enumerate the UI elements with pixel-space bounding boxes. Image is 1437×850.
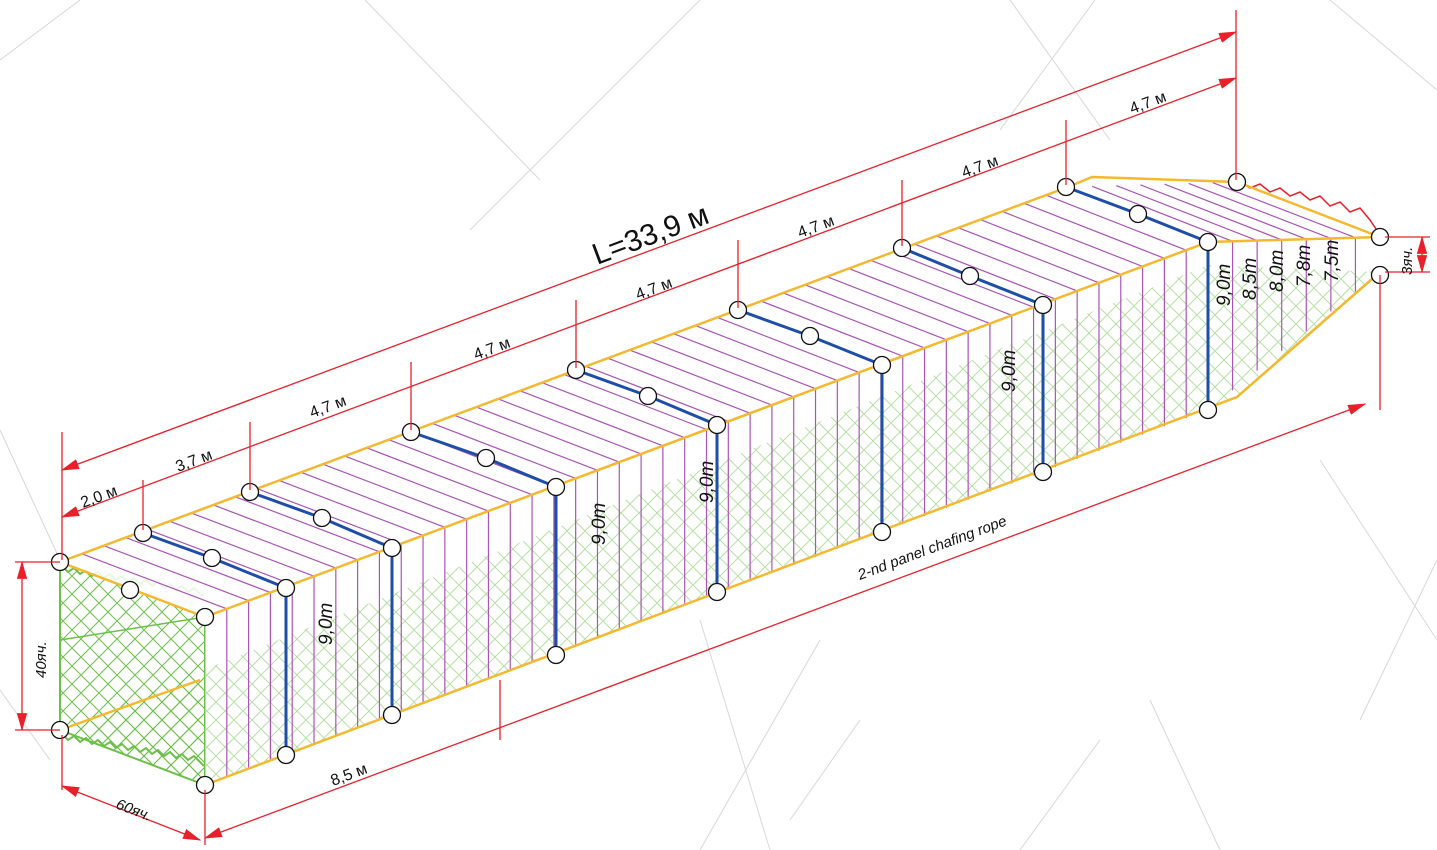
segment-label-2: 3,7 м: [173, 447, 214, 476]
dimension-lines: [15, 10, 1430, 845]
connector-ring: [638, 386, 658, 406]
connector-ring: [312, 508, 332, 528]
connector-ring: [1198, 232, 1218, 252]
connector-ring: [1227, 172, 1247, 192]
connector-ring: [800, 326, 820, 346]
connector-ring: [546, 477, 566, 497]
mouth-side-rope: [59, 616, 206, 641]
connector-ring: [872, 355, 892, 375]
segment-label-4: 4,7 м: [471, 335, 512, 364]
taper-height-label-1: 9,0m: [1214, 264, 1235, 306]
top-panel-line: [81, 553, 228, 610]
segment-label-7: 4,7 м: [959, 153, 1000, 182]
mesh-height-label: 40яч.: [33, 641, 50, 678]
connector-ring: [1033, 295, 1053, 315]
height-label-3: 9,0m: [697, 461, 718, 503]
taper-height-label-4: 7,8m: [1294, 245, 1315, 287]
connector-ring: [1033, 462, 1053, 482]
bottom-length-label: 8,5 м: [328, 761, 369, 790]
connector-ring: [195, 607, 215, 627]
total-length-label: L=33,9 м: [588, 198, 713, 271]
height-label-2: 9,0m: [589, 503, 610, 545]
mouth-inner-rope: [59, 678, 201, 732]
connector-ring: [476, 448, 496, 468]
taper-height-label-5: 7,5m: [1322, 240, 1343, 282]
height-label-4: 9,0m: [999, 350, 1020, 392]
segment-label-6: 4,7 м: [795, 213, 836, 242]
connector-ring: [120, 580, 140, 600]
mouth-zigzag-bottom: [61, 733, 205, 767]
connector-ring: [276, 745, 296, 765]
segment-label-8: 4,7 м: [1127, 89, 1168, 118]
connector-ring: [1198, 400, 1218, 420]
connector-ring: [960, 266, 980, 286]
taper-height-label-2: 8,5m: [1240, 258, 1261, 300]
connector-ring: [202, 548, 222, 568]
connector-ring: [1128, 204, 1148, 224]
mesh-width-label: 60яч.: [114, 796, 154, 825]
end-mesh-label: 3яч.: [1399, 247, 1416, 275]
segment-label-5: 4,7 м: [633, 275, 674, 304]
taper-height-label-3: 8,0m: [1267, 250, 1288, 292]
connector-ring: [707, 415, 727, 435]
connector-ring: [382, 538, 402, 558]
taper-zigzag: [1239, 181, 1379, 233]
connector-ring: [546, 645, 566, 665]
segment-label-1: 2,0 м: [78, 483, 119, 512]
connector-ring: [707, 582, 727, 602]
connector-ring: [382, 705, 402, 725]
height-label-1: 9,0m: [316, 603, 337, 645]
connector-ring: [872, 522, 892, 542]
connector-ring: [276, 578, 296, 598]
